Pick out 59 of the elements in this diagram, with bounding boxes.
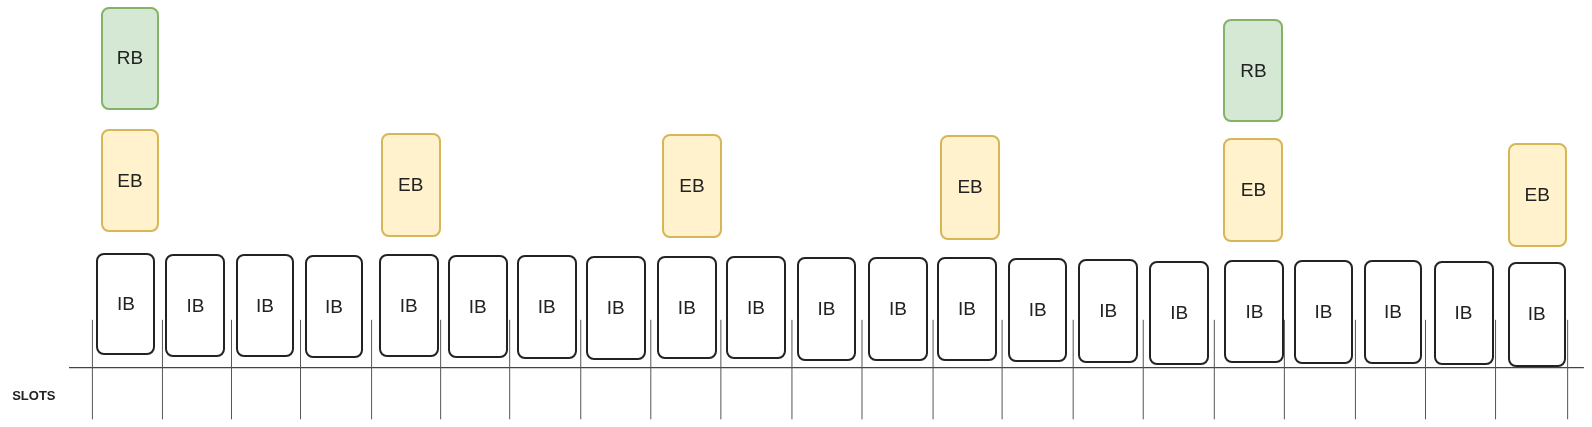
box-label: IB: [1099, 300, 1118, 323]
ib-box: [1507, 261, 1566, 367]
ib-box: [1293, 259, 1354, 365]
box-label: IB: [256, 294, 274, 317]
box-label: IB: [1245, 300, 1264, 323]
box-label: IB: [186, 294, 205, 317]
ib-box: [447, 254, 508, 359]
ib-box: [585, 255, 646, 361]
ib-box: [1008, 257, 1068, 363]
box-label: IB: [817, 298, 836, 321]
box-label: IB: [1028, 299, 1047, 322]
box-label: IB: [1527, 303, 1546, 326]
box-label: RB: [116, 47, 144, 70]
box-label: EB: [117, 169, 143, 192]
ib-box: [1149, 260, 1210, 366]
ib-box: [378, 253, 439, 358]
eb-box: [1507, 143, 1567, 247]
box-label: IB: [468, 295, 487, 318]
eb-box: [1223, 138, 1284, 242]
eb-box: [940, 135, 1001, 240]
ib-box: [304, 254, 364, 359]
box-label: IB: [606, 297, 625, 320]
box-label: IB: [116, 293, 135, 316]
eb-box: [380, 133, 441, 237]
ib-box: [797, 256, 856, 362]
ib-box: [96, 252, 156, 356]
ib-box: [1224, 259, 1285, 364]
ib-box: [1363, 259, 1423, 365]
box-label: IB: [958, 298, 977, 321]
rb-box: [100, 7, 160, 110]
box-label: IB: [1314, 301, 1333, 324]
box-label: IB: [325, 295, 343, 318]
eb-box: [661, 134, 722, 238]
box-label: EB: [398, 173, 424, 196]
box-label: IB: [889, 298, 907, 321]
box-label: IB: [1384, 301, 1402, 324]
box-label: IB: [399, 294, 418, 317]
ib-box: [235, 253, 295, 358]
box-label: RB: [1240, 59, 1267, 82]
ib-box: [656, 255, 717, 360]
box-label: EB: [1524, 183, 1550, 206]
box-label: EB: [957, 176, 983, 199]
ib-box: [937, 256, 997, 362]
rb-box: [1223, 19, 1284, 122]
ib-box: [868, 256, 928, 362]
box-label: IB: [746, 296, 765, 319]
box-label: EB: [679, 174, 705, 197]
eb-box: [100, 128, 160, 233]
ib-box: [1078, 258, 1139, 364]
axis-label: SLOTS: [12, 387, 56, 403]
box-label: IB: [1170, 302, 1189, 325]
box-label: IB: [1454, 302, 1473, 325]
ib-box: [725, 255, 786, 360]
ib-box: [1433, 260, 1494, 366]
ib-box: [165, 253, 226, 358]
ib-box: [516, 254, 577, 360]
box-label: EB: [1240, 178, 1267, 201]
box-label: IB: [537, 296, 556, 319]
box-label: IB: [677, 296, 696, 319]
